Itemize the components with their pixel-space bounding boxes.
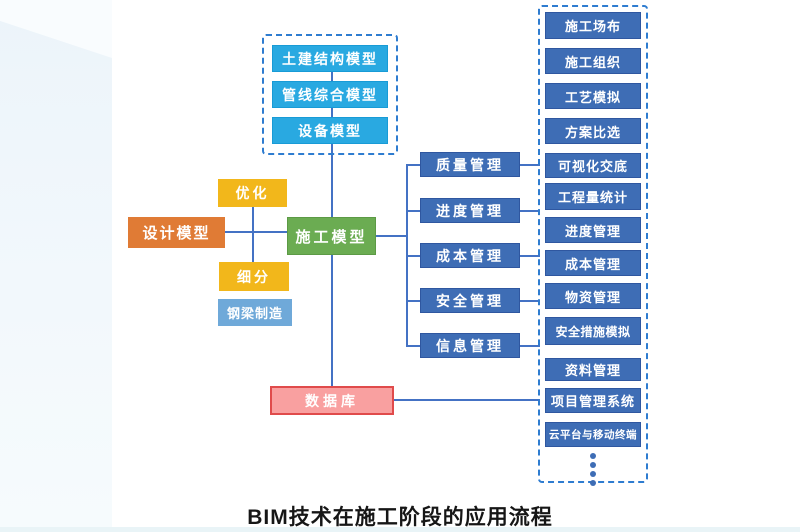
application-item: 项目管理系统 — [545, 388, 641, 413]
node-civil-structure-model: 土建结构模型 — [272, 45, 388, 72]
node-pipeline-model: 管线综合模型 — [272, 81, 388, 108]
node-safety-management: 安全管理 — [420, 288, 520, 313]
diagram-caption: BIM技术在施工阶段的应用流程 — [247, 506, 553, 529]
node-optimize: 优化 — [218, 179, 287, 207]
connector-stub-right-safety — [518, 300, 540, 302]
node-schedule-management: 进度管理 — [420, 198, 520, 223]
connector-line-database-to-applications — [394, 399, 540, 401]
background-bottom-strip — [0, 527, 800, 532]
applications-frame: 施工场布 施工组织 工艺模拟 方案比选 可视化交底 工程量统计 进度管理 成本管… — [538, 5, 648, 486]
connector-stub-right-information — [518, 345, 540, 347]
node-database: 数据库 — [270, 386, 394, 415]
ellipsis-dot — [590, 480, 596, 486]
ellipsis-dot — [590, 462, 596, 468]
node-design-model: 设计模型 — [128, 217, 225, 248]
connector-stub-model-1-2 — [331, 72, 333, 81]
connector-line-construction-to-branch — [376, 235, 407, 237]
node-cost-management: 成本管理 — [420, 243, 520, 268]
connector-stub-right-quality — [518, 164, 540, 166]
application-item: 施工场布 — [545, 12, 641, 39]
connector-stub-left-schedule — [406, 210, 422, 212]
application-item: 安全措施模拟 — [545, 317, 641, 345]
ellipsis-dot — [590, 471, 596, 477]
application-item: 云平台与移动终端 — [545, 422, 641, 447]
connector-stub-left-quality — [406, 164, 422, 166]
node-refine: 细分 — [219, 262, 289, 291]
application-item: 进度管理 — [545, 217, 641, 243]
connector-stub-left-information — [406, 345, 422, 347]
connector-line-main-vertical — [331, 144, 333, 386]
node-information-management: 信息管理 — [420, 333, 520, 358]
node-quality-management: 质量管理 — [420, 152, 520, 177]
application-item: 可视化交底 — [545, 153, 641, 178]
application-item: 施工组织 — [545, 48, 641, 74]
connector-line-optimize-to-refine — [252, 207, 254, 262]
background-left-band — [0, 0, 112, 527]
connector-stub-left-cost — [406, 255, 422, 257]
ellipsis-dot — [590, 453, 596, 459]
application-item: 方案比选 — [545, 118, 641, 144]
application-item: 成本管理 — [545, 250, 641, 276]
connector-stub-right-cost — [518, 255, 540, 257]
connector-stub-right-schedule — [518, 210, 540, 212]
model-group-frame: 土建结构模型 管线综合模型 设备模型 — [262, 34, 398, 155]
node-equipment-model: 设备模型 — [272, 117, 388, 144]
connector-line-design-to-construction — [225, 231, 287, 233]
application-item: 物资管理 — [545, 283, 641, 309]
connector-stub-left-safety — [406, 300, 422, 302]
connector-stub-model-2-3 — [331, 108, 333, 117]
application-item: 工程量统计 — [545, 183, 641, 210]
application-item: 工艺模拟 — [545, 83, 641, 109]
application-item: 资料管理 — [545, 358, 641, 381]
node-steel-beam-fabrication: 钢梁制造 — [218, 299, 292, 326]
node-construction-model: 施工模型 — [287, 217, 376, 255]
